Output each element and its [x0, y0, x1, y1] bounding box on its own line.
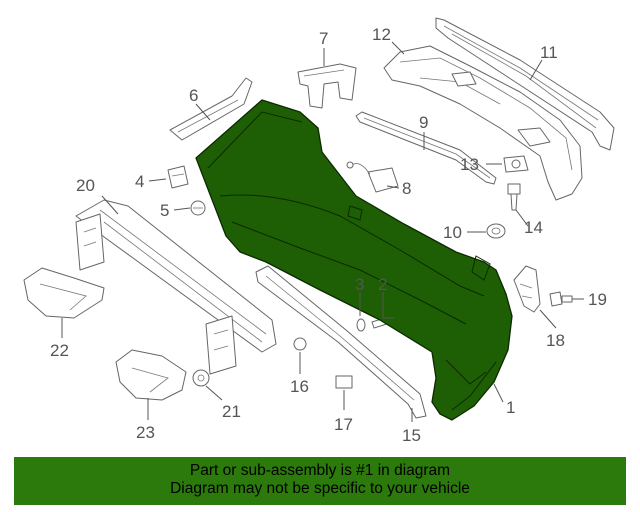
callout-17: 17 — [334, 415, 353, 434]
callout-11: 11 — [540, 43, 558, 62]
callout-3: 3 — [355, 275, 364, 294]
part-9-strip — [355, 111, 497, 185]
part-22-bracket — [23, 267, 105, 319]
part-8-sensor — [346, 161, 399, 193]
callout-14: 14 — [524, 218, 543, 237]
part-16-clip — [293, 337, 307, 351]
part-20-beam — [75, 199, 277, 375]
part-1-bumper-cover — [195, 99, 513, 421]
part-6-strip — [169, 77, 253, 141]
callout-9: 9 — [419, 113, 428, 132]
callout-22: 22 — [50, 341, 69, 360]
part-11-strip — [435, 17, 615, 151]
callout-15: 15 — [402, 426, 421, 445]
banner-line-1: Part or sub-assembly is #1 in diagram — [189, 462, 451, 479]
callout-8: 8 — [402, 179, 411, 198]
callout-13: 13 — [460, 155, 479, 174]
callout-4: 4 — [135, 172, 144, 191]
part-19-screw — [549, 291, 573, 307]
part-18-bracket — [513, 265, 541, 313]
callout-20: 20 — [76, 176, 95, 195]
callout-12: 12 — [372, 25, 391, 44]
callout-7: 7 — [319, 29, 328, 48]
part-13-clip — [503, 155, 529, 173]
callout-labels: 1 2 3 4 5 6 7 8 9 10 11 12 13 14 15 16 1… — [50, 25, 607, 445]
callout-5: 5 — [160, 201, 169, 220]
leader-lines — [61, 41, 584, 422]
part-15-strip — [255, 265, 427, 419]
callout-1: 1 — [506, 398, 515, 417]
part-21-nut — [192, 369, 210, 387]
callout-6: 6 — [189, 86, 198, 105]
callout-18: 18 — [546, 331, 565, 350]
callout-19: 19 — [588, 290, 607, 309]
part-3-washer — [356, 318, 366, 332]
callout-10: 10 — [443, 223, 462, 242]
callout-16: 16 — [290, 377, 309, 396]
part-7-bracket — [297, 63, 357, 109]
part-14-bolt — [507, 183, 521, 211]
callout-23: 23 — [136, 423, 155, 442]
callout-21: 21 — [222, 402, 241, 421]
part-5-screw — [190, 200, 206, 216]
part-12-carrier — [383, 45, 583, 201]
part-17-bolt — [335, 375, 353, 389]
part-23-bracket — [115, 349, 187, 401]
banner-line-2: Diagram may not be specific to your vehi… — [170, 480, 470, 497]
part-4-clip — [167, 165, 189, 189]
info-banner: Part or sub-assembly is #1 in diagram Di… — [14, 457, 626, 505]
part-10-grommet — [486, 223, 506, 239]
callout-2: 2 — [378, 275, 387, 294]
parts-diagram: 1 2 3 4 5 6 7 8 9 10 11 12 13 14 15 16 1… — [23, 17, 615, 445]
